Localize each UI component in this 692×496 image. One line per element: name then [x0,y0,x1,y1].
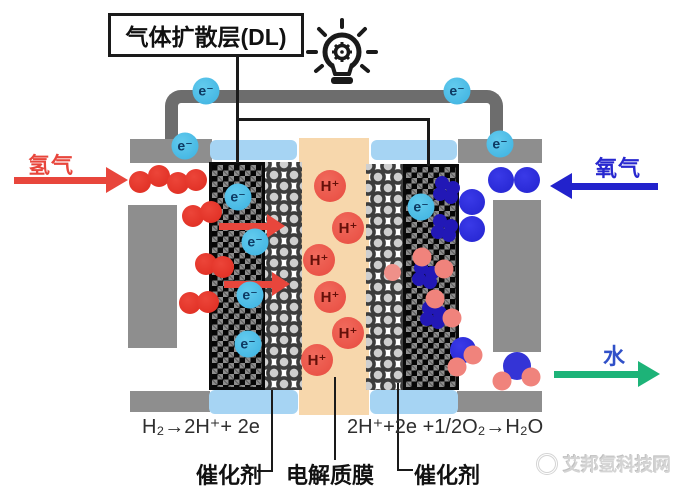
water-fragment [463,345,483,365]
reaction-arrow-2 [224,281,272,288]
oxygen-arrow [572,183,658,190]
proton-transfer-arrow-head [384,264,401,281]
h2-molecule [148,165,170,187]
lightbulb-icon [306,18,378,84]
bipolar-plate-right [493,200,541,352]
oxygen-label: 氧气 [595,156,642,181]
water-molecule-hydrogen [492,371,512,391]
h2-molecule [167,172,189,194]
o2-molecule [459,216,485,242]
reaction-arrow-2-head [272,272,290,296]
leader-membrane [334,377,336,460]
leader-catalyst-right [397,383,399,471]
cathode-equation: 2H⁺+2e +1/2O₂→H₂O [347,416,544,438]
o2-molecule [488,167,514,193]
leader-catalyst-left [271,390,273,472]
bipolar-plate-bottom-left [130,391,210,412]
gas-diffusion-layer-cathode [403,164,459,390]
watermark-logo-icon [536,453,558,475]
water-molecule-hydrogen [521,367,541,387]
bipolar-plate-bottom-right [457,391,542,412]
bipolar-plate-top-left [130,139,212,163]
seal-top-right [371,140,457,160]
oxygen-arrow-head [550,173,572,199]
seal-bottom-right [370,390,458,414]
watermark-text: 艾邦氢科技网 [563,455,671,475]
callout-line-right [427,118,430,166]
water-molecule-oxygen [503,352,531,380]
water-arrow [554,371,638,378]
water-label: 水 [603,344,627,369]
h2-molecule [182,205,204,227]
anode-equation: H₂→2H⁺+ 2e [142,416,260,438]
h2-molecule [179,292,201,314]
catalyst-label-left: 催化剂 [196,463,263,488]
leader-catalyst-left-elbow [257,470,272,472]
leader-catalyst-right-elbow [397,469,413,471]
membrane-label: 电解质膜 [286,463,375,488]
reaction-arrow-1-head [267,214,285,238]
callout-line-horizontal [236,118,429,121]
external-circuit-wire [165,90,503,140]
hydrogen-arrow-head [106,167,128,193]
hydrogen-arrow [14,177,106,184]
gdl-label: 气体扩散层(DL) [125,24,287,50]
catalyst-label-right: 催化剂 [414,463,481,488]
seal-top-left [210,140,297,160]
watermark: 艾邦氢科技网 [536,451,671,477]
electrolyte-membrane-layer [299,138,369,415]
callout-line-left [236,51,239,163]
seal-bottom-left [209,390,298,414]
gdl-label-box: 气体扩散层(DL) [108,13,304,57]
bipolar-plate-top-right [458,139,542,163]
h2-molecule [129,171,151,193]
water-arrow-head [638,361,660,387]
gas-diffusion-layer-anode [209,162,265,390]
o2-molecule [459,189,485,215]
hydrogen-label: 氢气 [28,153,75,178]
o2-molecule [514,167,540,193]
h2-molecule [185,169,207,191]
reaction-arrow-1 [219,223,267,230]
bipolar-plate-left [128,205,177,348]
